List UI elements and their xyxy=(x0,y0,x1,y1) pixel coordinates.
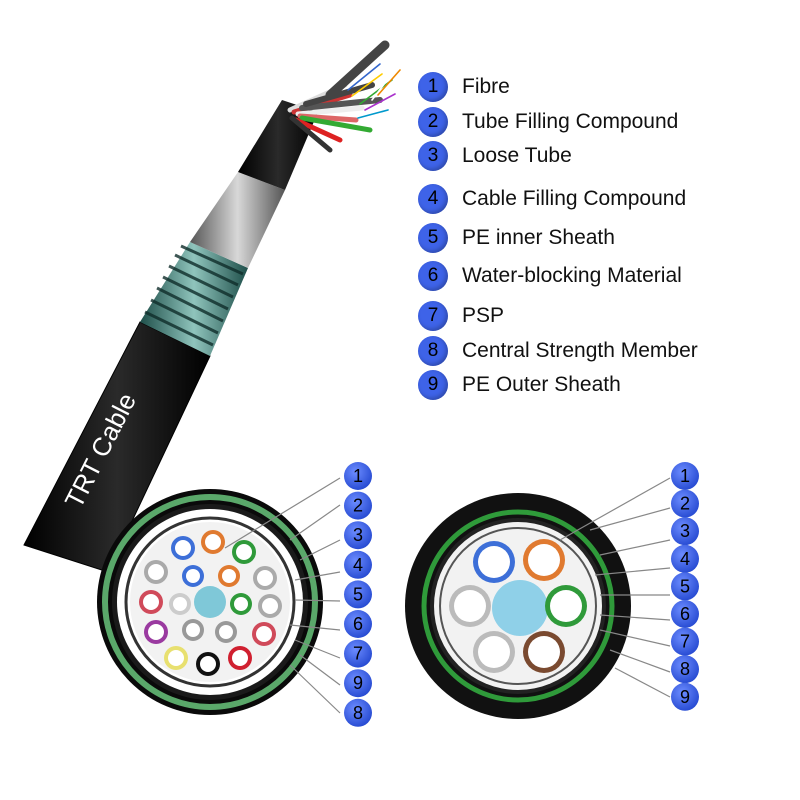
callout-number-badge: 1 xyxy=(671,462,699,490)
callout-number-badge: 4 xyxy=(344,550,372,579)
svg-text:9: 9 xyxy=(353,673,363,693)
callout-number-badge: 9 xyxy=(671,682,699,711)
corrugated-armor xyxy=(140,242,248,356)
svg-text:1: 1 xyxy=(680,466,690,486)
svg-text:8: 8 xyxy=(680,659,690,679)
legend-label: PE Outer Sheath xyxy=(462,373,621,396)
legend-number-badge: 1 xyxy=(418,72,448,102)
legend-item: 3 Loose Tube xyxy=(418,140,572,172)
callout-number-badge: 3 xyxy=(671,517,699,546)
svg-text:4: 4 xyxy=(680,549,690,569)
legend-label: Loose Tube xyxy=(462,144,572,167)
loose-tube-array-left xyxy=(139,530,282,676)
legend-label: Fibre xyxy=(462,75,510,98)
legend-item: 5 PE inner Sheath xyxy=(418,222,615,254)
callout-lines-left xyxy=(224,477,341,714)
callout-number-badge: 9 xyxy=(344,669,372,698)
svg-text:7: 7 xyxy=(353,644,363,664)
loose-tube-array-right xyxy=(449,539,587,673)
callout-number-badge: 3 xyxy=(344,521,372,550)
legend-item: 9 PE Outer Sheath xyxy=(418,369,621,401)
callout-number-badge: 5 xyxy=(671,572,699,601)
svg-text:5: 5 xyxy=(680,576,690,596)
cross-section-right: 1 2 3 4 5 6 7 8 9 xyxy=(405,462,699,719)
callout-number-badge: 7 xyxy=(671,627,699,656)
callout-lines-right xyxy=(559,477,671,698)
callout-number-badge: 1 xyxy=(344,462,372,490)
svg-text:4: 4 xyxy=(353,555,363,575)
legend-number-badge: 5 xyxy=(418,223,448,253)
legend-number-badge: 6 xyxy=(418,261,448,291)
legend-number-badge: 2 xyxy=(418,107,448,137)
svg-text:3: 3 xyxy=(680,521,690,541)
svg-text:6: 6 xyxy=(680,604,690,624)
central-strength-member xyxy=(325,40,390,100)
cross-section-left: 1 2 3 4 5 6 7 9 8 xyxy=(97,462,372,727)
callout-number-badge: 6 xyxy=(671,600,699,628)
central-strength-member-right xyxy=(492,580,548,636)
legend-number-badge: 4 xyxy=(418,184,448,214)
callout-number-badge: 5 xyxy=(344,580,372,609)
svg-text:6: 6 xyxy=(353,614,363,634)
legend-item: 2 Tube Filling Compound xyxy=(418,106,678,138)
legend-number-badge: 8 xyxy=(418,336,448,366)
svg-text:5: 5 xyxy=(353,584,363,604)
svg-text:2: 2 xyxy=(680,494,690,514)
central-strength-member-left xyxy=(194,586,226,618)
callout-badges-left: 1 2 3 4 5 6 7 9 8 xyxy=(344,462,372,727)
legend-number-badge: 7 xyxy=(418,301,448,331)
svg-text:8: 8 xyxy=(353,703,363,723)
legend-item: 4 Cable Filling Compound xyxy=(418,183,686,215)
legend-label: PE inner Sheath xyxy=(462,226,615,249)
legend-label: PSP xyxy=(462,304,505,327)
svg-text:3: 3 xyxy=(353,525,363,545)
legend-number-badge: 3 xyxy=(418,141,448,171)
water-blocking-layer xyxy=(190,172,285,268)
legend-item: 6 Water-blocking Material xyxy=(418,260,682,292)
legend-item: 7 PSP xyxy=(418,300,504,332)
legend-item: 1 Fibre xyxy=(418,71,510,103)
legend-label: Central Strength Member xyxy=(462,339,698,362)
legend-item: 8 Central Strength Member xyxy=(418,335,698,367)
callout-number-badge: 8 xyxy=(344,698,372,727)
legend-label: Cable Filling Compound xyxy=(462,187,687,210)
svg-text:2: 2 xyxy=(353,496,363,516)
callout-number-badge: 2 xyxy=(671,489,699,518)
callout-badges-right: 1 2 3 4 5 6 7 8 9 xyxy=(671,462,699,711)
legend-label: Water-blocking Material xyxy=(462,264,682,287)
callout-number-badge: 6 xyxy=(344,610,372,638)
svg-text:1: 1 xyxy=(353,466,363,486)
callout-number-badge: 8 xyxy=(671,655,699,684)
callout-number-badge: 2 xyxy=(344,491,372,520)
callout-number-badge: 7 xyxy=(344,639,372,668)
legend-label: Tube Filling Compound xyxy=(462,110,679,133)
svg-text:7: 7 xyxy=(680,632,690,652)
callout-number-badge: 4 xyxy=(671,544,699,573)
legend-number-badge: 9 xyxy=(418,370,448,400)
svg-text:9: 9 xyxy=(680,687,690,707)
